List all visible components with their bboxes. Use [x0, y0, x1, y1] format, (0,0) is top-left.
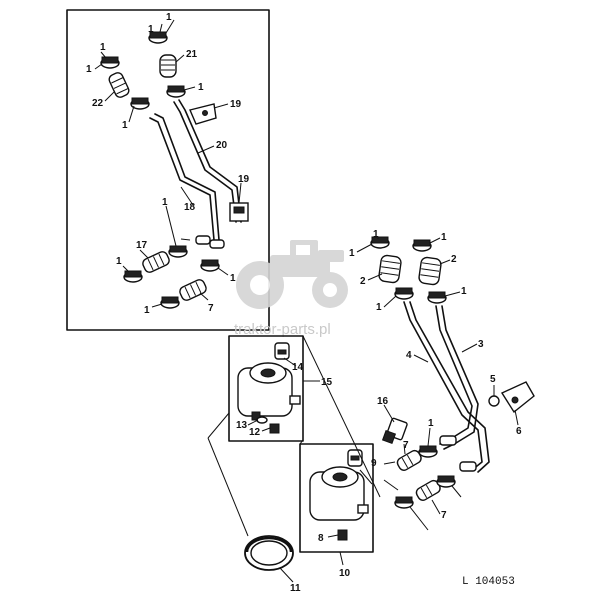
callout-1: 1: [144, 305, 150, 316]
oil-cooler-10: [309, 449, 369, 521]
callout-8: 8: [318, 533, 324, 544]
callout-1: 1: [428, 418, 434, 429]
callout-1: 1: [148, 24, 154, 35]
callout-6: 6: [516, 426, 522, 437]
callout-7: 7: [208, 303, 214, 314]
callout-10: 10: [339, 568, 351, 579]
callout-2: 2: [451, 254, 457, 265]
washer-5: [488, 395, 500, 407]
callout-5: 5: [490, 374, 496, 385]
fitting-8: [337, 529, 348, 541]
callout-1: 1: [100, 42, 106, 53]
perspective-line-d: [299, 439, 304, 445]
callout-1: 1: [162, 197, 168, 208]
callout-1: 1: [349, 248, 355, 259]
perspective-line-a: [302, 335, 381, 498]
clamp-top-left: [370, 236, 390, 249]
inset-tube-18-b: [154, 113, 220, 241]
tube-3-a: [435, 305, 473, 445]
washer-13: [256, 416, 268, 424]
tube-3-fitting: [439, 435, 457, 446]
inset-tube-20-a: [173, 101, 237, 223]
clamp-hose-7-lower-a: [436, 475, 456, 488]
callout-12: 12: [249, 427, 261, 438]
clamp-hose-7-upper: [418, 445, 438, 458]
clamp-hose-7-lower-b: [394, 496, 414, 509]
inset-bracket-19-lower: [229, 202, 249, 222]
callout-1: 1: [376, 302, 382, 313]
inset-leaders: [94, 19, 242, 308]
callout-20: 20: [216, 140, 228, 151]
callout-15: 15: [321, 377, 333, 388]
inset-tube-18-a: [149, 117, 215, 241]
callout-1: 1: [86, 64, 92, 75]
seal-ring-11: [244, 535, 294, 571]
perspective-line-b: [207, 412, 230, 439]
hose-2-left: [378, 254, 402, 284]
callout-21: 21: [186, 49, 198, 60]
callout-1: 1: [441, 232, 447, 243]
callout-1: 1: [230, 273, 236, 284]
watermark-tractor-icon: [236, 240, 348, 309]
callout-1: 1: [122, 120, 128, 131]
figure-code: L 104053: [462, 576, 515, 588]
inset-bracket-19-top: [189, 103, 217, 125]
inset-fitting-a: [195, 235, 211, 245]
fitting-16: [381, 417, 408, 445]
inset-clamp-mid-left: [130, 97, 150, 110]
callout-16: 16: [377, 396, 389, 407]
inset-hose-17: [142, 251, 170, 273]
detail-box-15: [228, 335, 304, 442]
inset-clamp-mid-right: [166, 85, 186, 98]
callout-11: 11: [290, 583, 301, 594]
inset-clamp-top: [148, 31, 168, 44]
callout-17: 17: [136, 240, 148, 251]
bracket-6: [500, 381, 535, 414]
inset-clamp-7: [160, 296, 180, 309]
callout-1: 1: [166, 12, 172, 23]
inset-clamp-lower-a: [168, 245, 188, 258]
tube-4-fitting: [459, 461, 477, 472]
inset-hose-7: [179, 279, 207, 301]
clamp-mid-left: [394, 287, 414, 300]
watermark-text: traktor-parts.pl: [234, 321, 331, 338]
callout-19: 19: [238, 174, 250, 185]
inset-clamp-lower-b: [200, 259, 220, 272]
bolt-12: [269, 423, 280, 434]
inset-hose-22: [108, 72, 130, 98]
callout-1: 1: [198, 82, 204, 93]
tube-4-a: [403, 301, 483, 471]
callout-1: 1: [116, 256, 122, 267]
hose-2-right: [418, 256, 442, 286]
callout-13: 13: [236, 420, 248, 431]
callout-1: 1: [373, 229, 379, 240]
callout-9: 9: [371, 458, 377, 469]
perspective-line-c: [207, 437, 249, 537]
inset-hose-21: [159, 54, 177, 78]
inset-clamp-17: [123, 270, 143, 283]
callout-1: 1: [461, 286, 467, 297]
detail-box-10: [299, 443, 374, 553]
callout-14: 14: [292, 362, 304, 373]
clamp-mid-right: [427, 291, 447, 304]
main-leaders: [247, 237, 519, 583]
callout-3: 3: [478, 339, 484, 350]
callout-22: 22: [92, 98, 104, 109]
callout-7: 7: [441, 510, 447, 521]
inset-fitting-b: [209, 239, 225, 249]
oil-cooler-15: [237, 342, 301, 421]
inset-tube-20-b: [178, 99, 242, 223]
callout-2: 2: [360, 276, 366, 287]
callout-7: 7: [403, 440, 409, 451]
inset-frame: [66, 9, 270, 331]
inset-clamp-left-top: [100, 56, 120, 69]
callout-19: 19: [230, 99, 242, 110]
callout-4: 4: [406, 350, 412, 361]
clamp-top-right: [412, 239, 432, 252]
callout-18: 18: [184, 202, 196, 213]
